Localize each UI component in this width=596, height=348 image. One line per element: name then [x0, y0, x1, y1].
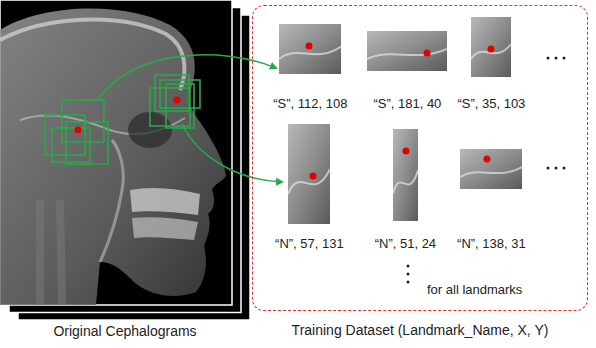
panel-caption: Training Dataset (Landmark_Name, X, Y) [253, 322, 587, 338]
cranium-outline [0, 20, 184, 90]
dataset-panel: Training Dataset (Landmark_Name, X, Y)fo… [252, 5, 588, 311]
crop-arrow [182, 124, 282, 182]
patch-node: “N”, 138, 31 [455, 149, 528, 252]
figure-caption: Original Cephalograms [0, 323, 250, 339]
patch-label: “S”, 35, 103 [455, 96, 527, 111]
lower-teeth [132, 217, 198, 240]
patch-node: “N”, 51, 24 [372, 129, 438, 252]
patch-image [367, 31, 447, 71]
patch-label: “S”, 112, 108 [271, 96, 350, 111]
n-boxes [150, 75, 200, 128]
patch-node: “S”, 35, 103 [455, 17, 527, 112]
patch-image [288, 124, 330, 224]
patch-image [279, 24, 341, 74]
patch-node: “S”, 181, 40 [365, 31, 449, 112]
patch-label: “S”, 181, 40 [365, 96, 449, 111]
patch-node: “N”, 57, 131 [273, 124, 346, 252]
patch-label: “N”, 51, 24 [372, 236, 438, 251]
skull-shape [0, 9, 226, 305]
mandible-ramus [100, 140, 123, 262]
patch-image [471, 17, 511, 77]
panel-note: for all landmarks [427, 282, 522, 297]
front-layer [0, 0, 232, 305]
patch-label: “N”, 57, 131 [273, 236, 346, 251]
patch-image [393, 129, 418, 221]
crop-arrow [98, 55, 276, 100]
n-landmark-dot [174, 97, 181, 104]
patch-node: “S”, 112, 108 [271, 24, 350, 112]
s-boxes [45, 100, 108, 164]
patch-image [460, 149, 522, 189]
s-landmark-dot [75, 127, 82, 134]
patch-label: “N”, 138, 31 [455, 236, 528, 251]
upper-teeth [130, 188, 200, 215]
spine [40, 200, 62, 305]
